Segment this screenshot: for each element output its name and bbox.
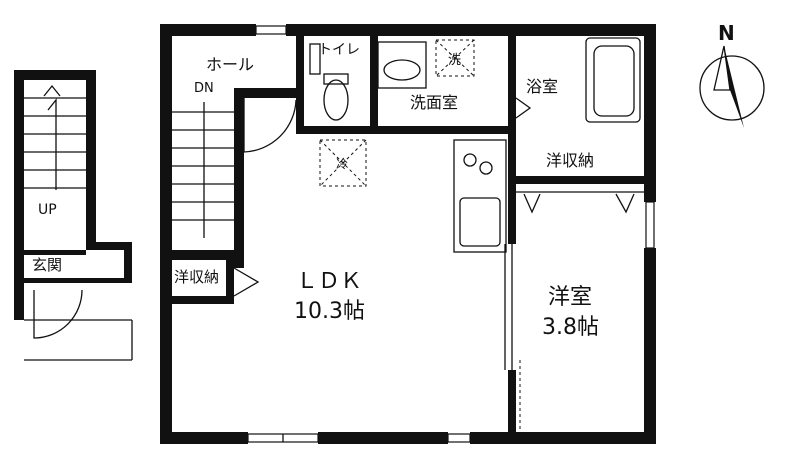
closet-left-door-mark [233, 267, 260, 297]
bathtub [593, 45, 635, 117]
stairwell-wall-left [14, 70, 24, 320]
exterior-walls [160, 24, 656, 444]
hall-label: ホール [206, 55, 254, 74]
stairwell-wall-top [14, 70, 96, 80]
sliding-door [504, 244, 521, 430]
stairwell-wall-right [86, 70, 96, 250]
windows [247, 25, 655, 443]
toilet-room: トイレ [309, 42, 360, 121]
north-arrow-icon [724, 46, 744, 128]
closet-left-label: 洋収納 [174, 268, 219, 286]
stairs-up [24, 84, 86, 190]
up-label: UP [38, 202, 57, 218]
stove-burner-2 [479, 161, 493, 175]
entrance-wall-top [24, 250, 86, 255]
bath-door-mark [515, 97, 532, 119]
compass-north-label: N [718, 21, 735, 45]
kitchen-sink [459, 197, 501, 247]
wash-basin [383, 59, 421, 81]
toilet-bowl [323, 79, 349, 121]
western-room-name-label: 洋室 [548, 285, 592, 310]
closet-top-door-mark-right [615, 193, 635, 214]
closet-left: 洋収納 [174, 267, 260, 297]
kitchen-counter [453, 139, 507, 253]
fridge-label: 冷 [336, 157, 348, 171]
entrance-wall-bottom [24, 278, 132, 283]
washroom-label: 洗面室 [410, 93, 458, 112]
ldk-size-label: 10.3帖 [294, 299, 365, 324]
entrance-wall-right [124, 242, 132, 282]
closet-top-door-mark-left [523, 193, 541, 214]
stairs-down [172, 102, 234, 238]
stairwell-wall-step [86, 242, 132, 250]
compass: N [699, 21, 765, 128]
entrance-door-swing [33, 289, 83, 339]
stove-burner-1 [463, 153, 477, 167]
entrance-label: 玄関 [32, 256, 62, 274]
kitchen: 冷 [319, 139, 507, 253]
bath-label: 浴室 [526, 77, 558, 96]
washer-space [435, 39, 475, 77]
western-room-size-label: 3.8帖 [542, 315, 599, 340]
room-labels: ＬＤＫ 10.3帖 洋室 3.8帖 UP 玄関 [32, 202, 599, 340]
bathroom: 浴室 [526, 37, 641, 123]
down-label: DN [194, 81, 214, 96]
interior-walls [172, 36, 644, 444]
ldk-name-label: ＬＤＫ [296, 269, 362, 294]
hall-door-swing [243, 98, 297, 153]
toilet-label: トイレ [318, 42, 360, 58]
closet-top: 洋収納 [516, 151, 644, 214]
washroom: 洗 洗面室 [377, 39, 532, 119]
stairwell-section [14, 70, 133, 361]
closet-top-label: 洋収納 [546, 151, 594, 170]
compass-circle [699, 55, 765, 121]
hall-area: ホール DN [172, 55, 297, 238]
fridge-space [319, 139, 367, 187]
washer-label: 洗 [448, 53, 461, 68]
